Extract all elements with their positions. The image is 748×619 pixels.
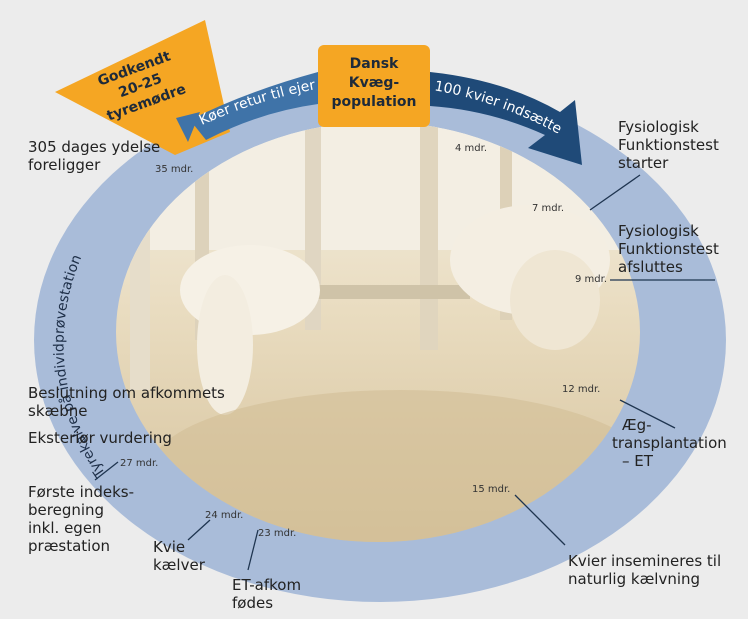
label-foerste-indeks-3: inkl. egen xyxy=(28,519,102,537)
month-24: 24 mdr. xyxy=(205,510,243,521)
label-aeg-3: – ET xyxy=(622,452,654,470)
label-kvie-kaelver-2: kælver xyxy=(153,556,206,574)
dansk-line-1: Dansk xyxy=(350,56,399,72)
dansk-line-3: population xyxy=(332,94,417,110)
label-foerste-indeks-4: præstation xyxy=(28,537,110,555)
label-fys-start-1: Fysiologisk xyxy=(618,118,699,136)
label-ydelse-1: 305 dages ydelse xyxy=(28,138,160,156)
month-27: 27 mdr. xyxy=(120,458,158,469)
label-eksterioer: Eksteriør vurdering xyxy=(28,429,172,447)
month-4: 4 mdr. xyxy=(455,143,487,154)
label-fys-start-3: starter xyxy=(618,154,669,172)
month-35: 35 mdr. xyxy=(155,164,193,175)
label-et-afkom-2: fødes xyxy=(232,594,273,612)
label-beslutning-1: Beslutning om afkommets xyxy=(28,384,225,402)
month-23: 23 mdr. xyxy=(258,528,296,539)
label-aeg-2: transplantation xyxy=(612,434,727,452)
label-foerste-indeks-1: Første indeks- xyxy=(28,483,134,501)
dansk-line-2: Kvæg- xyxy=(349,75,400,91)
label-kvier-insem-1: Kvier insemineres til xyxy=(568,552,721,570)
label-fys-slut-1: Fysiologisk xyxy=(618,222,699,240)
label-beslutning-2: skæbne xyxy=(28,402,88,420)
label-aeg-1: Æg- xyxy=(622,416,652,434)
label-kvier-insem-2: naturlig kælvning xyxy=(568,570,700,588)
label-kvie-kaelver-1: Kvie xyxy=(153,538,185,556)
label-fys-start-2: Funktionstest xyxy=(618,136,719,154)
month-15: 15 mdr. xyxy=(472,484,510,495)
month-9: 9 mdr. xyxy=(575,274,607,285)
month-12: 12 mdr. xyxy=(562,384,600,395)
label-fys-slut-2: Funktionstest xyxy=(618,240,719,258)
label-fys-slut-3: afsluttes xyxy=(618,258,683,276)
label-foerste-indeks-2: beregning xyxy=(28,501,104,519)
label-et-afkom-1: ET-afkom xyxy=(232,576,301,594)
label-ydelse-2: foreligger xyxy=(28,156,101,174)
month-7: 7 mdr. xyxy=(532,203,564,214)
